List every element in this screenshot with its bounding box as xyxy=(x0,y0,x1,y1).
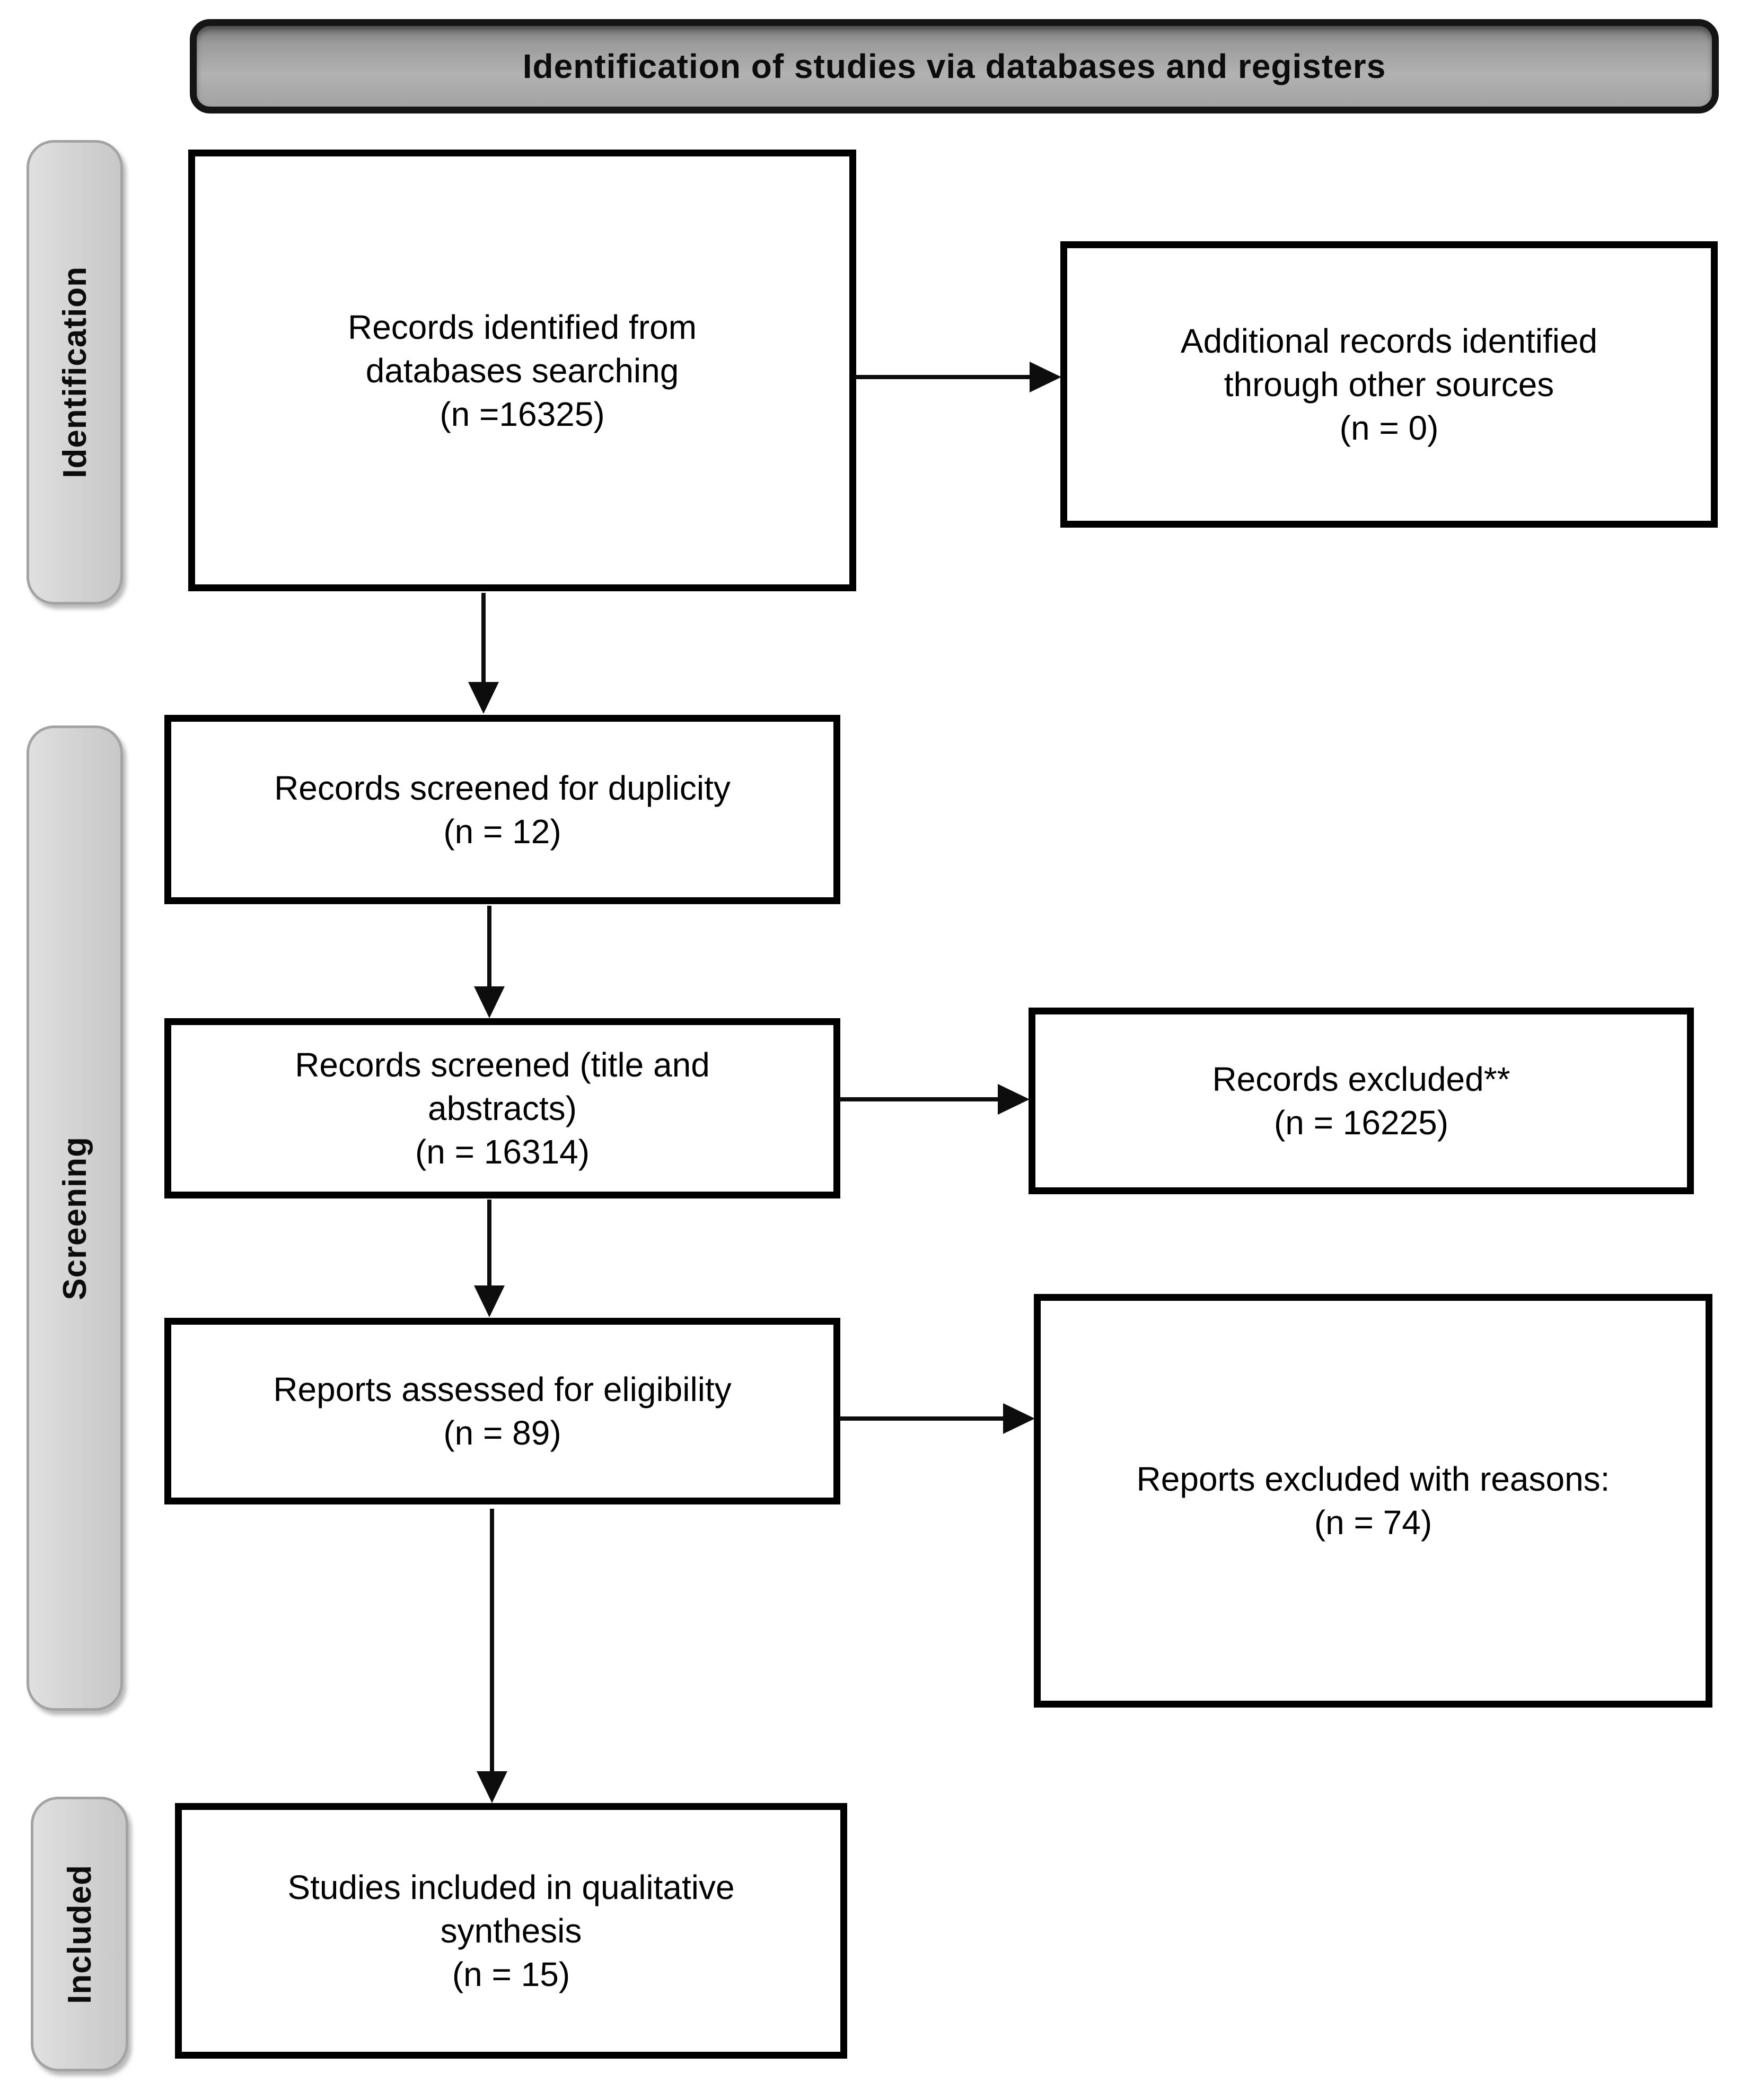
box-line: Studies included in qualitative xyxy=(287,1868,735,1906)
header-title: Identification of studies via databases … xyxy=(522,47,1386,85)
arrow-line xyxy=(481,593,486,685)
box-count: (n = 89) xyxy=(443,1414,561,1452)
box-line: abstracts) xyxy=(428,1089,577,1127)
box-count: (n =16325) xyxy=(440,395,605,433)
arrow-line xyxy=(839,1416,1006,1421)
box-count: (n = 74) xyxy=(1314,1503,1433,1542)
box-reports-assessed: Reports assessed for eligibility (n = 89… xyxy=(164,1318,840,1504)
arrow-head-right-icon xyxy=(1030,362,1061,392)
box-reports-excluded: Reports excluded with reasons: (n = 74) xyxy=(1034,1294,1712,1708)
box-line: Records identified from xyxy=(347,308,697,346)
box-records-identified: Records identified from databases search… xyxy=(188,150,856,591)
box-records-excluded: Records excluded** (n = 16225) xyxy=(1029,1008,1694,1194)
box-line: Additional records identified xyxy=(1180,322,1598,360)
arrow-line xyxy=(839,1097,1001,1101)
box-count: (n = 15) xyxy=(452,1955,570,1993)
arrow-line xyxy=(490,1509,494,1774)
stage-label-text: Screening xyxy=(56,1136,93,1300)
box-line: through other sources xyxy=(1224,365,1554,404)
box-count: (n = 16225) xyxy=(1273,1104,1449,1142)
box-count: (n = 12) xyxy=(443,812,561,851)
arrow-head-down-icon xyxy=(468,682,499,714)
stage-label-identification: Identification xyxy=(27,140,123,605)
box-studies-included: Studies included in qualitative synthesi… xyxy=(175,1803,847,2059)
arrow-line xyxy=(855,375,1033,379)
box-line: Reports assessed for eligibility xyxy=(273,1370,732,1408)
box-count: (n = 0) xyxy=(1339,409,1439,447)
header-banner: Identification of studies via databases … xyxy=(190,19,1719,113)
arrow-head-right-icon xyxy=(998,1084,1030,1115)
box-line: Reports excluded with reasons: xyxy=(1136,1460,1610,1498)
box-line: Records excluded** xyxy=(1212,1060,1510,1098)
arrow-line xyxy=(487,1200,491,1289)
box-line: Records screened (title and xyxy=(295,1046,710,1084)
box-line: Records screened for duplicity xyxy=(274,768,731,807)
stage-label-text: Included xyxy=(61,1864,98,2004)
box-additional-records: Additional records identified through ot… xyxy=(1060,241,1718,528)
box-count: (n = 16314) xyxy=(415,1133,590,1171)
arrow-head-down-icon xyxy=(474,1285,505,1317)
box-line: synthesis xyxy=(440,1912,582,1950)
box-line: databases searching xyxy=(365,351,679,390)
box-records-screened-title-abstracts: Records screened (title and abstracts) (… xyxy=(164,1018,840,1198)
arrow-line xyxy=(487,906,491,990)
stage-label-included: Included xyxy=(31,1797,128,2071)
arrow-head-right-icon xyxy=(1003,1403,1035,1434)
box-records-screened-duplicity: Records screened for duplicity (n = 12) xyxy=(164,715,840,904)
arrow-head-down-icon xyxy=(474,986,505,1018)
arrow-head-down-icon xyxy=(477,1771,507,1803)
stage-label-screening: Screening xyxy=(27,725,123,1711)
stage-label-text: Identification xyxy=(56,266,93,478)
